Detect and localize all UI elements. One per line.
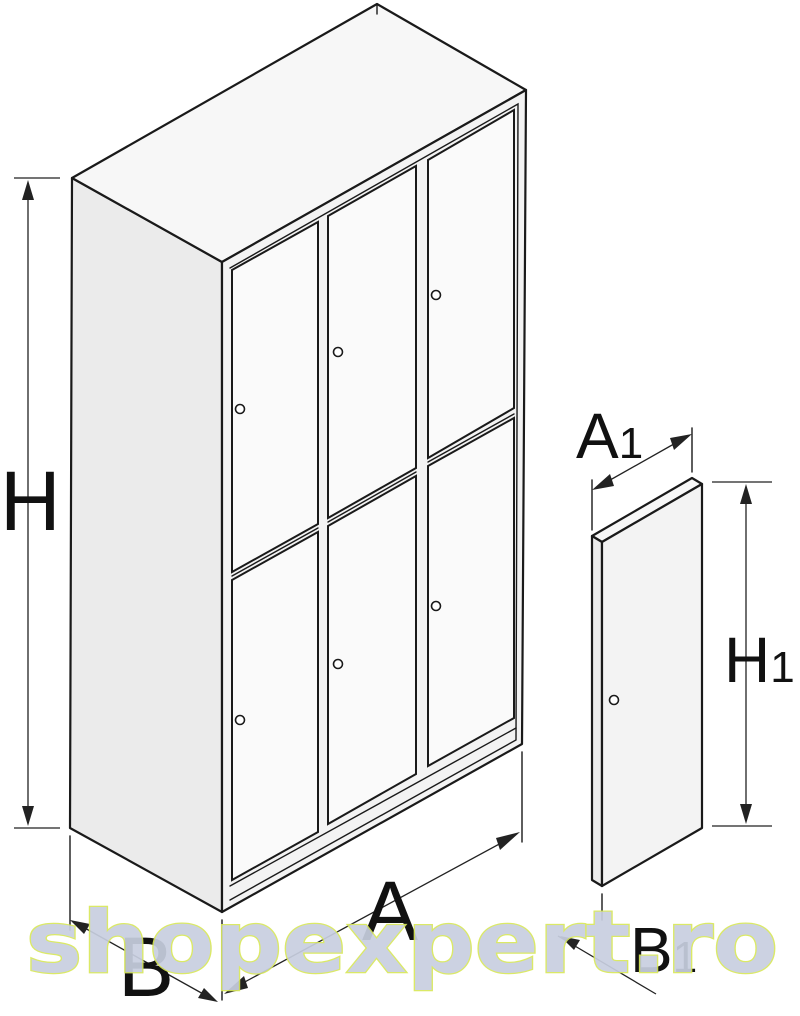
door-knob-icon bbox=[234, 403, 246, 415]
label-b: B bbox=[118, 920, 174, 1014]
locker-door-bottom-left bbox=[231, 530, 319, 882]
plinth-line bbox=[229, 727, 517, 887]
cabinet bbox=[68, 2, 528, 914]
label-h1: H1 bbox=[724, 624, 795, 696]
single-door-side-edge bbox=[590, 534, 604, 888]
dimension-labels: H A B A1 H1 B1 bbox=[0, 400, 795, 1014]
locker-door-top-right bbox=[427, 108, 515, 460]
door-knob-icon bbox=[430, 289, 442, 301]
locker-door-top-left bbox=[231, 220, 319, 574]
label-a1-main: A bbox=[576, 400, 619, 472]
single-door-detail bbox=[590, 476, 704, 888]
door-knob-icon bbox=[608, 694, 620, 706]
dimension-line-b bbox=[73, 921, 215, 1001]
label-a: A bbox=[362, 864, 418, 958]
door-knob-icon bbox=[332, 346, 344, 358]
door-knob-icon bbox=[332, 658, 344, 670]
watermark: shopexpert.ro bbox=[26, 893, 778, 993]
label-b1-main: B bbox=[630, 914, 673, 986]
row-divider-3 bbox=[427, 413, 515, 463]
label-h: H bbox=[0, 454, 61, 548]
cabinet-side-face bbox=[68, 176, 224, 914]
locker-door-bottom-right bbox=[427, 416, 515, 768]
row-divider-1 bbox=[231, 527, 319, 577]
label-b1: B1 bbox=[630, 914, 697, 986]
dimension-lines bbox=[14, 177, 772, 1002]
door-knob-icon bbox=[430, 600, 442, 612]
locker-door-bottom-middle bbox=[327, 474, 417, 826]
label-b1-sub: 1 bbox=[673, 933, 697, 982]
dimension-line-a bbox=[229, 835, 515, 991]
label-a1: A1 bbox=[576, 400, 643, 472]
single-door-front bbox=[600, 482, 704, 888]
label-h1-main: H bbox=[724, 624, 770, 696]
label-h1-sub: 1 bbox=[770, 643, 794, 692]
front-frame-edge bbox=[229, 102, 519, 901]
label-a1-sub: 1 bbox=[619, 419, 643, 468]
row-divider-2 bbox=[327, 471, 417, 523]
door-knob-icon bbox=[234, 714, 246, 726]
locker-door-top-middle bbox=[327, 164, 417, 520]
